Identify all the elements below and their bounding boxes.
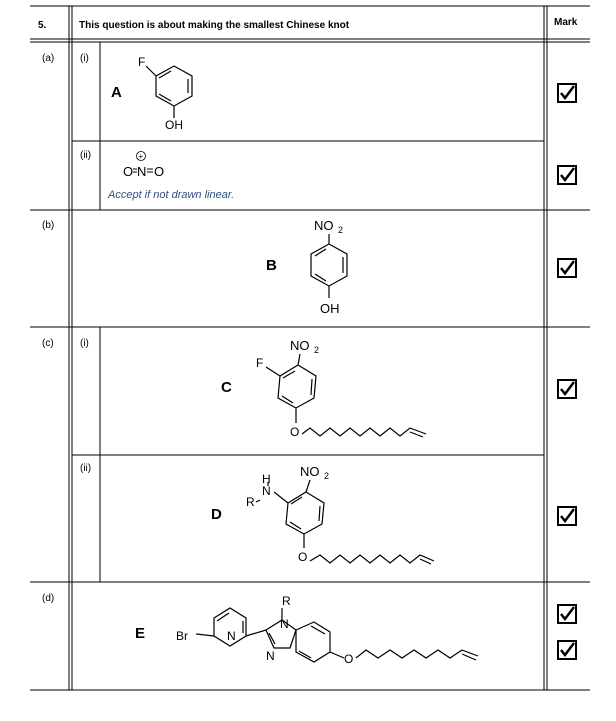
compound-label-b: B xyxy=(266,257,277,274)
checkbox-checked-icon xyxy=(557,640,577,660)
subpart-label-a-i: (i) xyxy=(80,53,89,64)
atom-n: N xyxy=(137,164,146,179)
checkbox-checked-icon xyxy=(557,379,577,399)
atom-no: NO xyxy=(300,464,320,479)
compound-label-c: C xyxy=(221,379,232,396)
atom-r: R xyxy=(282,594,291,608)
structure-a: F OH xyxy=(138,55,193,132)
structure-d: NO 2 H N R O xyxy=(246,464,435,565)
atom-no: NO xyxy=(290,338,310,353)
subpart-label-c-ii: (ii) xyxy=(80,463,92,474)
atom-r: R xyxy=(246,495,255,509)
checkbox-checked-icon xyxy=(557,258,577,278)
atom-oh: OH xyxy=(165,118,183,132)
atom-n: N xyxy=(262,484,271,498)
part-label-b: (b) xyxy=(42,220,55,231)
question-text: This question is about making the smalle… xyxy=(79,20,350,31)
checkbox-checked-icon xyxy=(557,506,577,526)
part-label-a: (a) xyxy=(42,53,55,64)
compound-label-a: A xyxy=(111,84,122,101)
atom-br: Br xyxy=(176,629,188,643)
checkbox-checked-icon xyxy=(557,604,577,624)
atom-no-sub: 2 xyxy=(314,345,319,355)
atom-h: H xyxy=(262,472,271,486)
subpart-label-a-ii: (ii) xyxy=(80,150,92,161)
compound-label-d: D xyxy=(211,506,222,523)
charge-plus: + xyxy=(139,152,144,161)
atom-n3: N xyxy=(266,649,275,663)
structure-nitronium: + O N O xyxy=(123,151,164,179)
atom-oh: OH xyxy=(320,301,340,316)
atom-n1: N xyxy=(227,629,236,643)
atom-no-sub: 2 xyxy=(324,471,329,481)
note-accept: Accept if not drawn linear. xyxy=(108,189,235,201)
atom-o: O xyxy=(298,550,307,564)
part-label-c: (c) xyxy=(42,338,54,349)
structure-e: Br N N N R O xyxy=(176,594,479,666)
structure-b: NO 2 OH xyxy=(310,218,348,316)
atom-no: NO xyxy=(314,218,334,233)
atom-f: F xyxy=(138,55,145,69)
atom-o: O xyxy=(290,425,299,439)
compound-label-e: E xyxy=(135,625,146,642)
atom-o1: O xyxy=(123,164,133,179)
atom-no-sub: 2 xyxy=(338,225,343,235)
atom-n2: N xyxy=(280,617,289,631)
atom-o2: O xyxy=(154,164,164,179)
mark-header: Mark xyxy=(554,17,578,28)
part-label-d: (d) xyxy=(42,593,55,604)
question-number: 5. xyxy=(38,20,47,31)
checkbox-checked-icon xyxy=(557,83,577,103)
subpart-label-c-i: (i) xyxy=(80,338,89,349)
structure-c: NO 2 F O xyxy=(256,338,427,439)
atom-o: O xyxy=(344,652,353,666)
atom-f: F xyxy=(256,356,263,370)
checkbox-checked-icon xyxy=(557,165,577,185)
